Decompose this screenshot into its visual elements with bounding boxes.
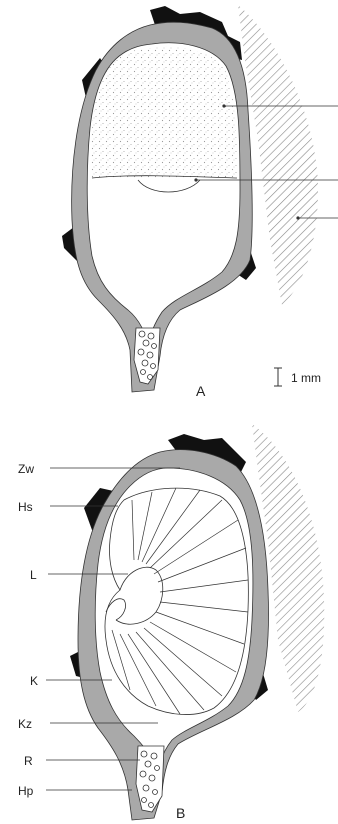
neck-fill-b xyxy=(136,746,164,812)
label-l: L xyxy=(30,568,37,582)
label-r: R xyxy=(24,754,33,768)
panel-label-a: A xyxy=(196,383,206,399)
scale-bar-label: 1 mm xyxy=(291,371,321,385)
label-k: K xyxy=(30,674,38,688)
panel-label-b: B xyxy=(176,805,185,821)
label-hs: Hs xyxy=(18,500,33,514)
leader-a-1-dot xyxy=(222,104,225,107)
label-hp: Hp xyxy=(18,784,34,798)
leader-a-3-dot xyxy=(296,216,299,219)
label-zw: Zw xyxy=(18,462,34,476)
label-kz: Kz xyxy=(18,717,32,731)
scale-bar: 1 mm xyxy=(274,368,321,386)
sediment-stipple-a xyxy=(91,47,237,178)
panel-b: Zw Hs L K Kz R Hp B xyxy=(18,424,324,821)
panel-a: A 1 mm xyxy=(62,5,338,399)
leader-a-2-dot xyxy=(194,178,197,181)
